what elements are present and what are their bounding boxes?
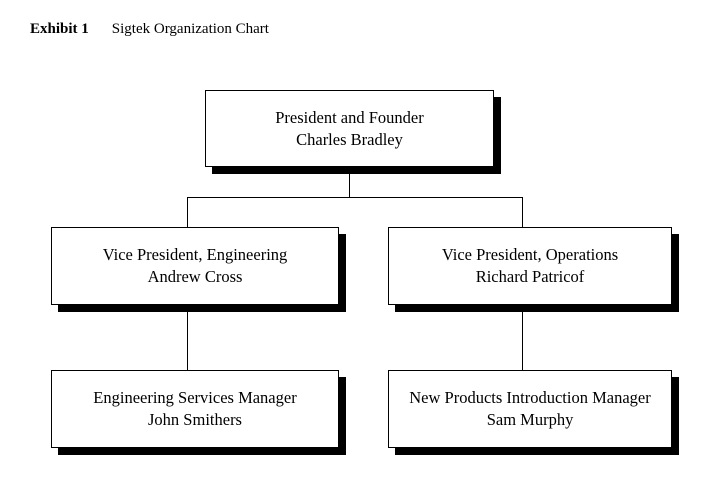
node-person-name: Sam Murphy — [486, 410, 574, 429]
node-title: Vice President, Engineering — [102, 245, 288, 264]
connector-level2-rail — [187, 197, 523, 198]
connector-vp-operations-to-manager — [522, 304, 523, 370]
org-node-president: President and Founder Charles Bradley — [205, 90, 494, 167]
org-node-new-products-introduction-manager: New Products Introduction Manager Sam Mu… — [388, 370, 672, 448]
node-title: Engineering Services Manager — [93, 388, 297, 407]
connector-drop-vp-operations — [522, 197, 523, 227]
connector-vp-engineering-to-manager — [187, 304, 188, 370]
connector-president-stem — [349, 167, 350, 198]
connector-drop-vp-engineering — [187, 197, 188, 227]
org-node-engineering-services-manager: Engineering Services Manager John Smithe… — [51, 370, 339, 448]
node-person-name: Richard Patricof — [475, 267, 585, 286]
node-title: New Products Introduction Manager — [409, 388, 651, 407]
exhibit-label: Exhibit 1 — [30, 21, 89, 37]
exhibit-title: Sigtek Organization Chart — [111, 21, 269, 37]
org-node-vp-operations: Vice President, Operations Richard Patri… — [388, 227, 672, 305]
org-node-vp-engineering: Vice President, Engineering Andrew Cross — [51, 227, 339, 305]
node-title: Vice President, Operations — [441, 245, 619, 264]
node-person-name: Andrew Cross — [147, 267, 243, 286]
node-title: President and Founder — [275, 107, 424, 127]
exhibit-header: Exhibit 1 Sigtek Organization Chart — [30, 20, 269, 38]
node-person-name: Charles Bradley — [296, 129, 403, 149]
node-person-name: John Smithers — [148, 410, 242, 429]
